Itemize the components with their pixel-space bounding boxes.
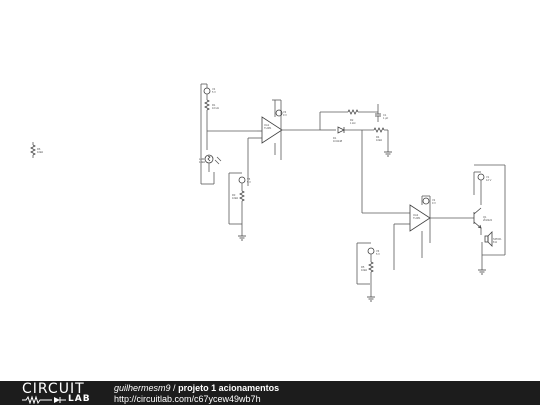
logo-word-circuit: CIRCUIT xyxy=(22,381,85,397)
footer-bar: CIRCUIT LAB guilhermesm9 / projeto 1 aci… xyxy=(0,381,540,405)
circuit-meta: guilhermesm9 / projeto 1 acionamentos ht… xyxy=(114,383,279,405)
circuit-title: projeto 1 acionamentos xyxy=(178,383,280,393)
meta-separator: / xyxy=(173,383,176,393)
logo-word-lab: LAB xyxy=(68,394,91,404)
circuitlab-logo[interactable]: CIRCUIT LAB xyxy=(22,382,98,404)
circuit-url[interactable]: http://circuitlab.com/c67ycew49wb7h xyxy=(114,394,261,404)
logo-resistor-icon xyxy=(22,395,66,404)
author-link[interactable]: guilhermesm9 xyxy=(114,383,171,393)
